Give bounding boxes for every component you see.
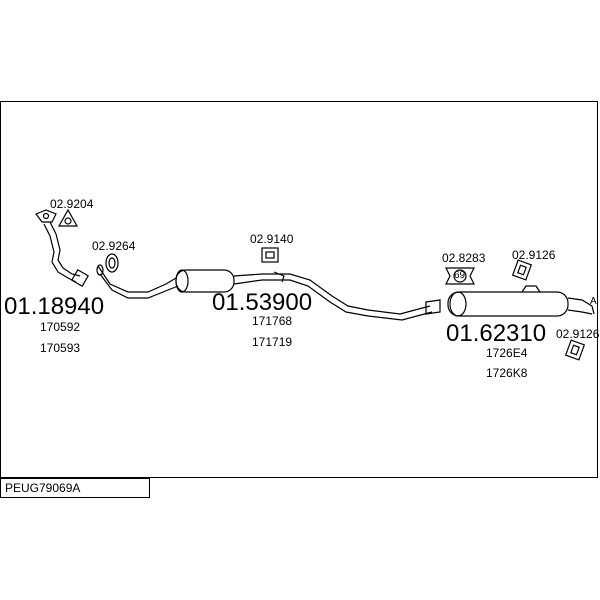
hanger-middle-drawing [261, 247, 279, 263]
section-ref-middle-1: 171768 [252, 314, 293, 328]
accessory-number-gasket-front: 02.9204 [50, 197, 94, 211]
accessory-number-hanger-rear-bottom: 02.9126 [556, 327, 600, 341]
section-number-rear: 01.62310 [446, 320, 547, 347]
section-ref-rear-2: 1726K8 [486, 366, 528, 380]
gasket-front-drawing [57, 208, 79, 227]
section-ref-front-1: 170592 [40, 320, 81, 334]
hanger-rear-bottom-drawing [564, 339, 586, 361]
section-ref-rear-1: 1726E4 [486, 346, 528, 360]
section-ref-front-2: 170593 [40, 341, 81, 355]
hanger-rear-top-drawing [511, 259, 533, 281]
middle-pipe-drawing [96, 264, 441, 321]
diagram-frame [0, 101, 598, 478]
section-number-middle: 01.53900 [212, 289, 313, 316]
accessory-number-hanger-middle: 02.9140 [250, 232, 294, 246]
section-ref-middle-2: 171719 [252, 335, 293, 349]
rear-silencer-drawing [447, 285, 595, 317]
part-code-box: PEUG79069A [0, 478, 150, 498]
hanger-rear-left-drawing [445, 267, 475, 285]
part-code: PEUG79069A [5, 481, 81, 495]
section-number-front: 01.18940 [4, 293, 105, 320]
front-pipe-drawing [35, 209, 90, 288]
hanger-badge: 69 [454, 270, 466, 281]
accessory-number-clamp-front: 02.9264 [92, 239, 136, 253]
clamp-front-drawing [105, 253, 119, 273]
accessory-number-hanger-rear-top: 02.9126 [512, 248, 556, 262]
end-marker: A [590, 296, 597, 307]
accessory-number-hanger-rear-left: 02.8283 [442, 251, 486, 265]
